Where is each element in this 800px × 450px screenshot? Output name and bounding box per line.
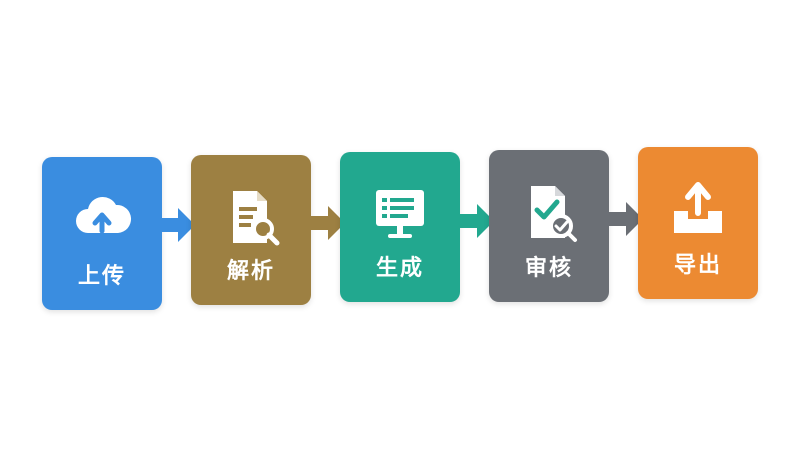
step-generate: 生成 bbox=[340, 152, 460, 302]
arrow-right-icon bbox=[608, 202, 643, 236]
step-export: 导出 bbox=[638, 147, 758, 299]
document-search-icon bbox=[233, 191, 280, 246]
step-label: 生成 bbox=[375, 256, 424, 281]
cloud-upload-icon bbox=[76, 196, 132, 234]
step-label: 导出 bbox=[673, 253, 722, 278]
arrow-right-icon bbox=[160, 208, 195, 242]
monitor-list-icon bbox=[376, 190, 424, 238]
step-label: 上传 bbox=[77, 264, 126, 289]
arrow-right-icon bbox=[459, 204, 494, 238]
arrow-right-icon bbox=[310, 206, 345, 240]
step-parse: 解析 bbox=[191, 155, 311, 305]
step-review: 审核 bbox=[489, 150, 609, 302]
step-label: 解析 bbox=[226, 259, 275, 284]
step-label: 审核 bbox=[524, 256, 573, 281]
tray-export-icon bbox=[674, 182, 722, 233]
document-check-icon bbox=[531, 186, 577, 242]
step-upload: 上传 bbox=[42, 157, 162, 310]
